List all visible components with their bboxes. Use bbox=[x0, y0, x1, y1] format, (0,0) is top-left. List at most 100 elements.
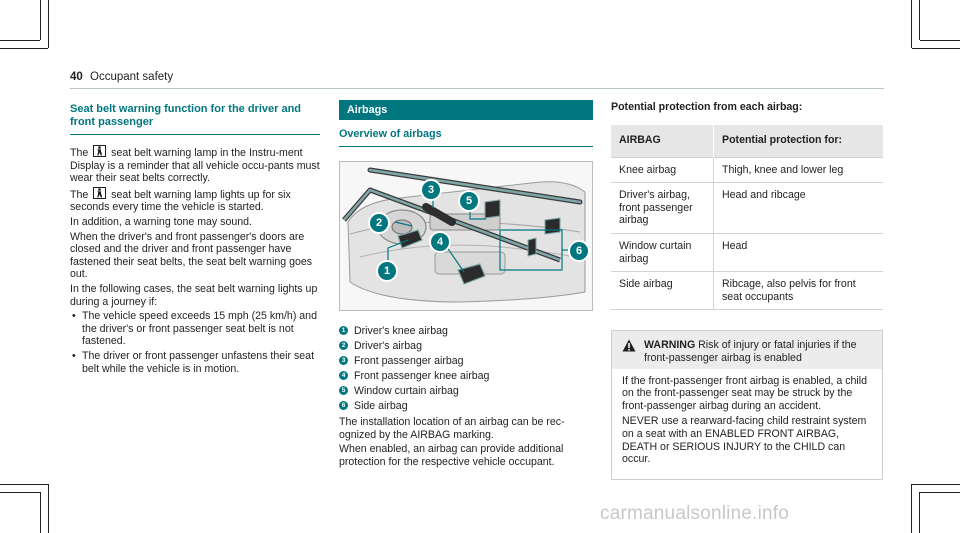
seat-belt-warning-icon bbox=[93, 145, 107, 157]
legend-label: Driver's airbag bbox=[354, 339, 422, 352]
header-divider bbox=[70, 88, 884, 89]
section-divider bbox=[339, 145, 593, 147]
table-cell: Window curtain airbag bbox=[611, 232, 714, 272]
seat-belt-section: Seat belt warning function for the drive… bbox=[70, 103, 320, 377]
warning-header: WARNING Risk of injury or fatal injuries… bbox=[612, 331, 882, 369]
legend-item: 3 Front passenger airbag bbox=[339, 355, 593, 368]
crop-mark bbox=[912, 48, 960, 49]
legend-item: 1 Driver's knee airbag bbox=[339, 325, 593, 338]
crop-mark bbox=[920, 492, 960, 493]
table-cell: Knee airbag bbox=[611, 156, 714, 183]
paragraph-text: The bbox=[70, 188, 89, 201]
section-heading: Potential protection from each airbag: bbox=[611, 101, 803, 113]
paragraph: When the driver's and front passenger's … bbox=[70, 230, 313, 281]
bullet-glyph: • bbox=[72, 310, 76, 323]
airbag-overview-illustration: 1 2 3 4 5 6 bbox=[339, 160, 593, 311]
paragraph: In addition, a warning tone may sound. bbox=[70, 215, 252, 228]
crop-mark bbox=[0, 48, 48, 49]
crop-mark bbox=[919, 0, 920, 40]
legend-number-badge: 2 bbox=[339, 341, 348, 351]
paragraph: When enabled, an airbag can provide addi… bbox=[339, 443, 564, 468]
legend-number-badge: 5 bbox=[339, 386, 348, 396]
section-bar-title: Airbags bbox=[339, 100, 593, 120]
crop-mark bbox=[48, 484, 49, 533]
crop-mark bbox=[48, 0, 49, 48]
table-row: Window curtain airbag Head bbox=[611, 232, 883, 272]
crop-mark bbox=[920, 40, 960, 41]
legend-label: Front passenger airbag bbox=[354, 354, 464, 367]
paragraph-text: The bbox=[70, 147, 89, 159]
bullet-list: • The vehicle speed exceeds 15 mph (25 km… bbox=[70, 310, 320, 375]
table-cell: Driver's airbag, front passenger airbag bbox=[611, 182, 714, 234]
crop-mark bbox=[40, 492, 41, 533]
warning-label: WARNING bbox=[644, 339, 696, 352]
seat-belt-warning-icon bbox=[93, 186, 107, 199]
bullet-glyph: • bbox=[72, 349, 76, 362]
section-heading: Seat belt warning function for the drive… bbox=[70, 103, 302, 128]
warning-box: WARNING Risk of injury or fatal injuries… bbox=[611, 330, 883, 480]
callout-badge: 2 bbox=[368, 211, 390, 234]
legend-item: 2 Driver's airbag bbox=[339, 340, 593, 353]
crop-mark bbox=[912, 484, 960, 485]
dashboard-illustration bbox=[342, 167, 586, 303]
paragraph: The seat belt warning lamp in the Instru… bbox=[70, 145, 320, 185]
paragraph-text: seat belt warning lamp lights up for six… bbox=[70, 188, 291, 214]
warning-title: Risk of injury or fatal injuries if the … bbox=[644, 339, 857, 364]
table-cell: Head bbox=[713, 232, 883, 272]
paragraph: NEVER use a rearward-facing child restra… bbox=[622, 415, 867, 466]
legend-label: Driver's knee airbag bbox=[354, 324, 448, 337]
crop-mark bbox=[911, 484, 912, 533]
overview-heading: Overview of airbags bbox=[339, 128, 442, 140]
legend-label: Window curtain airbag bbox=[354, 384, 459, 397]
table-cell: Head and ribcage bbox=[713, 182, 883, 234]
running-header: Occupant safety bbox=[90, 71, 174, 83]
paragraph: The seat belt warning lamp lights up for… bbox=[70, 186, 320, 214]
airbag-legend: 1 Driver's knee airbag 2 Driver's airbag 3… bbox=[339, 325, 593, 413]
legend-label: Front passenger knee airbag bbox=[354, 369, 490, 382]
column-header: AIRBAG bbox=[611, 124, 714, 158]
legend-item: 5 Window curtain airbag bbox=[339, 385, 593, 398]
legend-item: 4 Front passenger knee airbag bbox=[339, 370, 593, 383]
airbag-protection-table: AIRBAG Potential protection for: Knee ai… bbox=[611, 124, 883, 311]
legend-number-badge: 3 bbox=[339, 356, 348, 366]
legend-number-badge: 6 bbox=[339, 401, 348, 411]
crop-mark bbox=[0, 40, 40, 41]
crop-mark bbox=[911, 0, 912, 48]
warning-body: If the front-passenger front airbag is e… bbox=[612, 369, 882, 479]
watermark: carmanualsonline.info bbox=[600, 503, 790, 524]
crop-mark bbox=[0, 484, 48, 485]
crop-mark bbox=[0, 492, 40, 493]
table-row: Knee airbag Thigh, knee and lower leg bbox=[611, 156, 883, 183]
callout-badge: 4 bbox=[429, 230, 451, 253]
paragraph: The installation location of an airbag c… bbox=[339, 416, 565, 441]
table-cell: Thigh, knee and lower leg bbox=[713, 156, 883, 183]
callout-badge: 5 bbox=[458, 189, 480, 212]
table-cell: Ribcage, also pelvis for front seat occu… bbox=[713, 271, 883, 311]
crop-mark bbox=[919, 492, 920, 533]
list-item-text: The driver or front passenger unfastens … bbox=[82, 349, 315, 375]
paragraph: If the front-passenger front airbag is e… bbox=[622, 374, 867, 412]
protection-section: Potential protection from each airbag: A… bbox=[611, 101, 883, 480]
table-row: Side airbag Ribcage, also pelvis for fro… bbox=[611, 271, 883, 311]
paragraph-text: seat belt warning lamp in the Instru-men… bbox=[70, 147, 320, 185]
legend-number-badge: 1 bbox=[339, 326, 348, 336]
paragraph: In the following cases, the seat belt wa… bbox=[70, 282, 318, 308]
list-item: • The driver or front passenger unfastens… bbox=[70, 350, 320, 375]
table-row: Driver's airbag, front passenger airbag … bbox=[611, 182, 883, 234]
list-item-text: The vehicle speed exceeds 15 mph (25 km/… bbox=[82, 310, 317, 348]
warning-triangle-icon bbox=[622, 339, 644, 364]
section-divider bbox=[70, 134, 320, 135]
list-item: • The vehicle speed exceeds 15 mph (25 km… bbox=[70, 310, 320, 348]
page-number: 40 bbox=[70, 71, 83, 83]
table-header-row: AIRBAG Potential protection for: bbox=[611, 124, 883, 158]
legend-number-badge: 4 bbox=[339, 371, 348, 381]
column-header: Potential protection for: bbox=[713, 124, 883, 158]
airbags-section: Airbags Overview of airbags bbox=[339, 100, 593, 470]
crop-mark bbox=[40, 0, 41, 40]
callout-badge: 1 bbox=[376, 259, 398, 282]
callout-badge: 6 bbox=[568, 239, 590, 262]
callout-badge: 3 bbox=[420, 178, 442, 201]
warning-text: WARNING Risk of injury or fatal injuries… bbox=[644, 339, 872, 364]
table-cell: Side airbag bbox=[611, 271, 714, 311]
